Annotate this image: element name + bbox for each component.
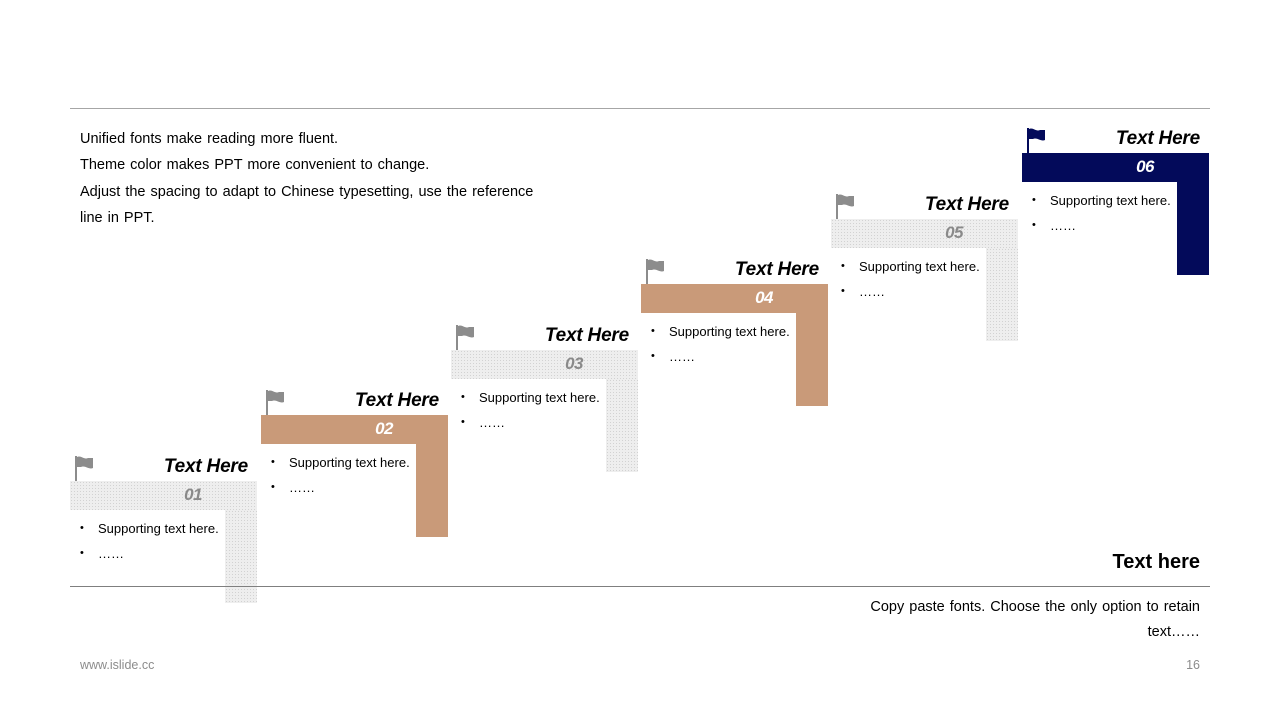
flag-icon: [1027, 128, 1045, 154]
flag-icon: [266, 390, 284, 416]
step-side-bar: [225, 510, 257, 603]
step-bullets: Supporting text here. ……: [461, 385, 611, 435]
step-number-band: [1022, 153, 1209, 182]
step-side-bar: [606, 379, 638, 472]
bullet-item: Supporting text here.: [1032, 188, 1182, 213]
summary-title: Text here: [1112, 551, 1200, 573]
page-number: 16: [1186, 658, 1200, 672]
step-number: 05: [945, 223, 963, 242]
step-number-band: [70, 481, 257, 510]
step-05: Text Here 05 Supporting text here. ……: [831, 190, 1019, 378]
step-title: Text Here: [734, 259, 819, 280]
bullet-item: ……: [841, 279, 991, 304]
step-title: Text Here: [544, 325, 629, 346]
top-divider: [70, 108, 1210, 109]
step-06: Text Here 06 Supporting text here. ……: [1022, 124, 1210, 312]
bullet-item: ……: [461, 410, 611, 435]
bottom-divider: [70, 586, 1210, 587]
step-number: 01: [184, 485, 202, 504]
bullet-item: ……: [80, 541, 230, 566]
bullet-item: Supporting text here.: [80, 516, 230, 541]
step-03: Text Here 03 Supporting text here. ……: [451, 321, 639, 509]
step-number-band: [451, 350, 638, 379]
step-bullets: Supporting text here. ……: [651, 319, 801, 369]
step-number: 04: [755, 288, 773, 307]
step-side-bar: [1177, 182, 1209, 275]
step-title: Text Here: [1115, 128, 1200, 149]
summary-text: Copy paste fonts. Choose the only option…: [870, 599, 1200, 640]
flag-icon: [646, 259, 664, 285]
step-title: Text Here: [924, 194, 1009, 215]
bullet-item: Supporting text here.: [461, 385, 611, 410]
step-02: Text Here 02 Supporting text here. ……: [261, 386, 449, 574]
step-title: Text Here: [354, 390, 439, 411]
step-bullets: Supporting text here. ……: [1032, 188, 1182, 238]
step-number: 02: [375, 419, 393, 438]
step-01: Text Here 01 Supporting text here. ……: [70, 452, 258, 640]
bullet-item: Supporting text here.: [271, 450, 421, 475]
step-bullets: Supporting text here. ……: [271, 450, 421, 500]
step-number-band: [831, 219, 1018, 248]
step-bullets: Supporting text here. ……: [841, 254, 991, 304]
footer-website: www.islide.cc: [80, 658, 155, 672]
bullet-item: ……: [651, 344, 801, 369]
flag-icon: [836, 194, 854, 220]
flag-icon: [456, 325, 474, 351]
step-side-bar: [986, 248, 1018, 341]
bullet-item: Supporting text here.: [651, 319, 801, 344]
intro-text: Unified fonts make reading more fluent. …: [80, 126, 560, 232]
bullet-item: ……: [1032, 213, 1182, 238]
flag-icon: [75, 456, 93, 482]
intro-line: Unified fonts make reading more fluent.: [80, 131, 339, 147]
step-number-band: [641, 284, 828, 313]
intro-line: Adjust the spacing to adapt to Chinese t…: [80, 183, 534, 227]
step-side-bar: [416, 444, 448, 537]
step-bullets: Supporting text here. ……: [80, 516, 230, 566]
bullet-item: Supporting text here.: [841, 254, 991, 279]
step-title: Text Here: [163, 456, 248, 477]
step-number-band: [261, 415, 448, 444]
step-side-bar: [796, 313, 828, 406]
step-number: 03: [565, 354, 583, 373]
step-number: 06: [1136, 157, 1154, 176]
bullet-item: ……: [271, 475, 421, 500]
step-04: Text Here 04 Supporting text here. ……: [641, 255, 829, 443]
intro-line: Theme color makes PPT more convenient to…: [80, 157, 430, 174]
